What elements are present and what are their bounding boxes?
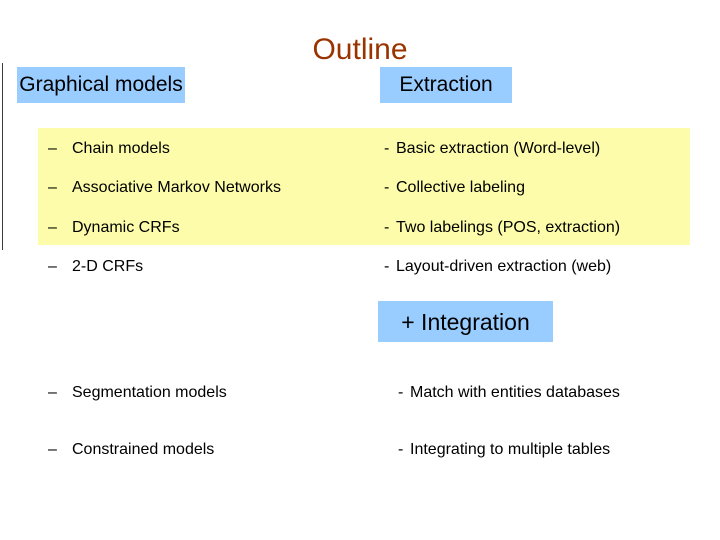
column-header-graphical-models: Graphical models	[17, 67, 185, 103]
list-item-label: 2-D CRFs	[72, 258, 144, 275]
dash-bullet: -	[384, 258, 390, 275]
list-item-layout-driven-extraction: - Layout-driven extraction (web)	[384, 257, 611, 277]
dash-bullet: –	[48, 384, 57, 401]
highlight-block	[38, 128, 690, 245]
header-integration-label: + Integration	[401, 308, 530, 335]
list-item-integrating-multiple-tables: - Integrating to multiple tables	[398, 440, 610, 460]
list-item-label: Chain models	[72, 140, 170, 157]
dash-bullet: –	[48, 140, 57, 157]
dash-bullet: -	[398, 441, 404, 458]
list-item-two-labelings: - Two labelings (POS, extraction)	[384, 218, 620, 238]
column-header-label: Graphical models	[19, 73, 183, 96]
column-header-label: Extraction	[399, 73, 493, 96]
list-item-associative-markov-networks: – Associative Markov Networks	[48, 178, 281, 198]
list-item-label: Match with entities databases	[410, 384, 620, 401]
dash-bullet: -	[384, 140, 390, 157]
dash-bullet: -	[384, 219, 390, 236]
list-item-label: Integrating to multiple tables	[410, 441, 611, 458]
dash-bullet: –	[48, 258, 57, 275]
list-item-label: Segmentation models	[72, 384, 227, 401]
list-item-label: Collective labeling	[396, 179, 525, 196]
list-item-label: Layout-driven extraction (web)	[396, 258, 612, 275]
dash-bullet: -	[384, 179, 390, 196]
list-item-dynamic-crfs: – Dynamic CRFs	[48, 218, 180, 238]
list-item-2d-crfs: – 2-D CRFs	[48, 257, 143, 277]
list-item-basic-extraction: - Basic extraction (Word-level)	[384, 139, 600, 159]
header-integration: + Integration	[378, 301, 553, 342]
dash-bullet: –	[48, 441, 57, 458]
dash-bullet: –	[48, 219, 57, 236]
list-item-constrained-models: – Constrained models	[48, 440, 214, 460]
list-item-label: Dynamic CRFs	[72, 219, 180, 236]
list-item-collective-labeling: - Collective labeling	[384, 178, 525, 198]
list-item-label: Basic extraction (Word-level)	[396, 140, 601, 157]
column-header-extraction: Extraction	[380, 67, 512, 103]
list-item-chain-models: – Chain models	[48, 139, 170, 159]
list-item-label: Two labelings (POS, extraction)	[396, 219, 621, 236]
slide-left-border	[2, 63, 3, 250]
list-item-label: Associative Markov Networks	[72, 179, 281, 196]
slide-title: Outline	[312, 33, 408, 66]
list-item-match-entities-databases: - Match with entities databases	[398, 383, 620, 403]
dash-bullet: –	[48, 179, 57, 196]
list-item-segmentation-models: – Segmentation models	[48, 383, 227, 403]
list-item-label: Constrained models	[72, 441, 215, 458]
dash-bullet: -	[398, 384, 404, 401]
